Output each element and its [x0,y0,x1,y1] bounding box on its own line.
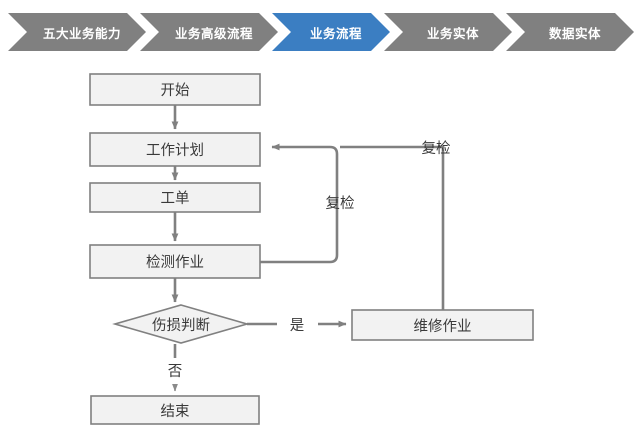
chevron-shape-icon [140,13,278,51]
breadcrumb-item-2[interactable]: 业务流程 [272,13,390,51]
breadcrumb-item-label: 五大业务能力 [42,26,121,41]
edge-label-yes: 是 [289,317,305,334]
edge-inspect-plan-recheck [260,143,339,264]
edge-label-no: 否 [167,363,183,380]
node-judge-shape[interactable] [112,304,250,344]
breadcrumb-item-1[interactable]: 业务高级流程 [140,13,278,51]
breadcrumb-item-label: 业务流程 [309,26,362,41]
node-repair-shape[interactable] [351,309,534,341]
breadcrumb: 五大业务能力 业务高级流程 业务流程 业务实体 数据实体 [0,13,634,51]
node-layer [89,73,534,425]
chevron-shape-icon [384,13,512,51]
breadcrumb-item-label: 数据实体 [548,26,601,41]
node-order-shape[interactable] [89,182,261,213]
chevron-shape-icon [8,13,146,51]
breadcrumb-item-0[interactable]: 五大业务能力 [8,13,146,51]
breadcrumb-item-label: 业务高级流程 [174,26,253,41]
edge-repair-plan-recheck [340,145,445,310]
node-start-shape[interactable] [89,73,261,106]
breadcrumb-item-label: 业务实体 [426,26,479,41]
connector-layer [171,105,445,358]
node-plan-shape[interactable] [89,132,261,167]
breadcrumb-item-4[interactable]: 数据实体 [506,13,634,51]
edge-label-recheck-inner: 复检 [325,195,355,212]
chevron-shape-icon [506,13,634,51]
breadcrumb-item-3[interactable]: 业务实体 [384,13,512,51]
edge-label-recheck-outer: 复检 [421,140,451,157]
chevron-shape-icon [272,13,390,51]
node-inspect-shape[interactable] [89,244,261,279]
node-end-shape[interactable] [90,395,260,425]
